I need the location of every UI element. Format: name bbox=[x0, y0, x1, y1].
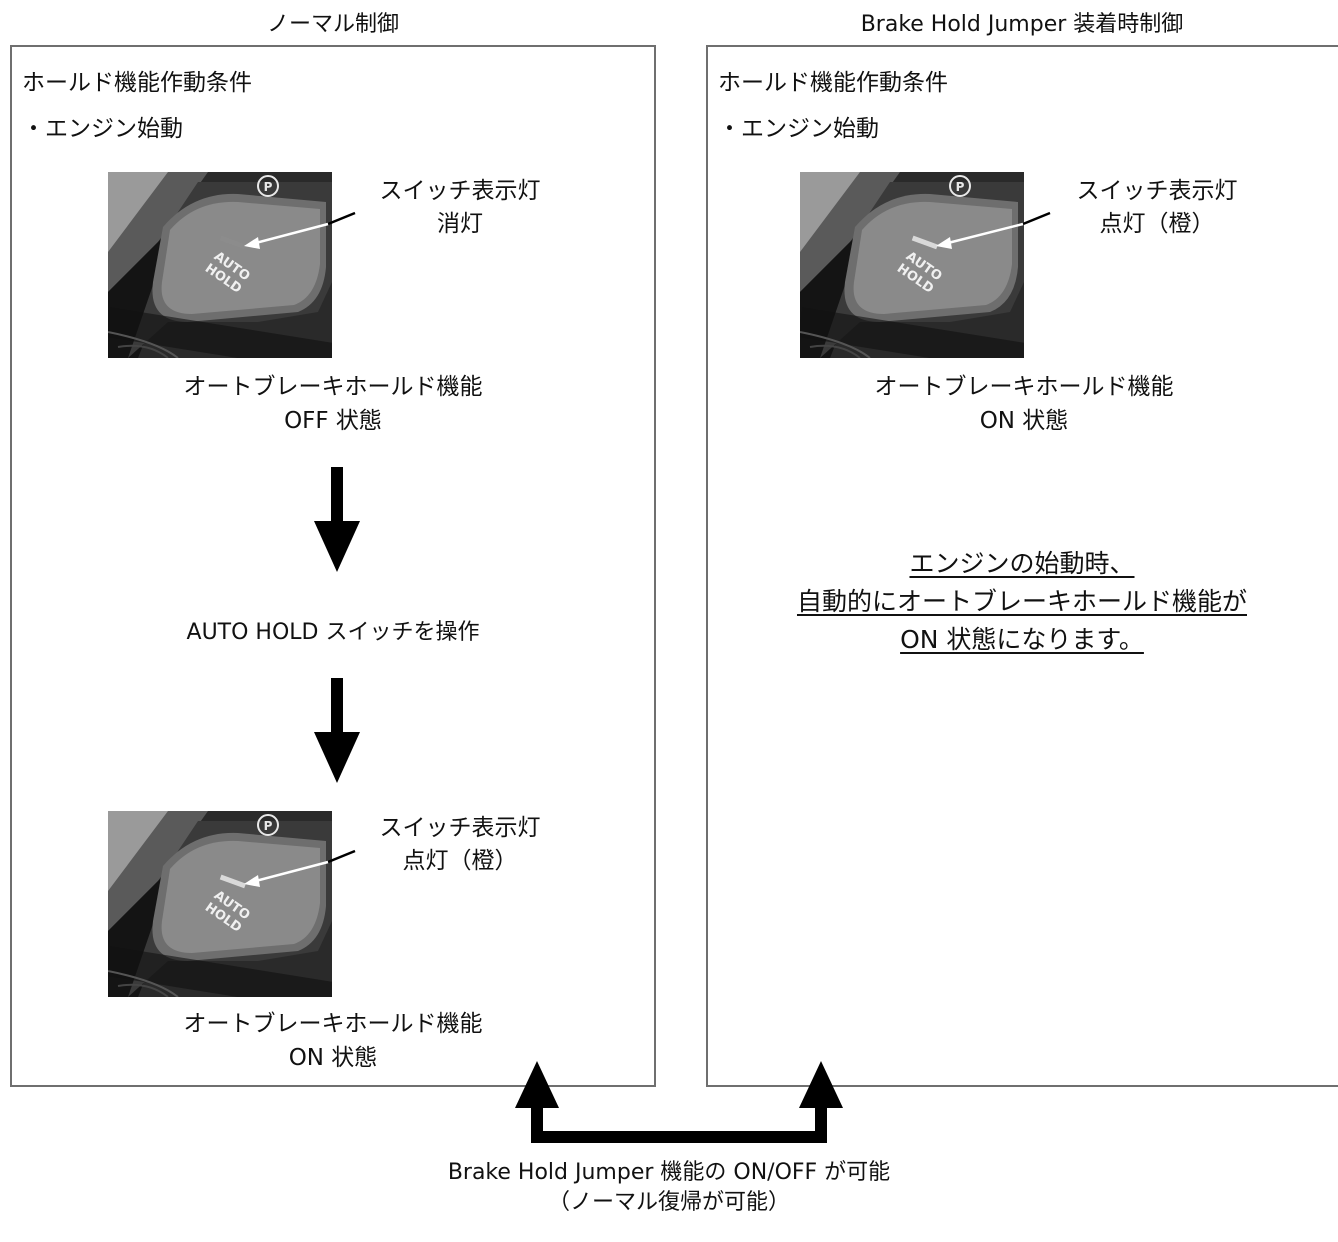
left-photo2-note: スイッチ表示灯 点灯（橙） bbox=[355, 812, 565, 878]
note-line2: 消灯 bbox=[437, 211, 483, 237]
caption-line1: オートブレーキホールド機能 bbox=[183, 1011, 483, 1037]
pointer-line-left-photo2 bbox=[244, 849, 356, 887]
p-symbol-icon: P bbox=[264, 180, 273, 194]
pointer-line-right-photo bbox=[936, 211, 1051, 249]
left-switch-photo-off: P AUTO HOLD bbox=[108, 172, 332, 358]
indicator-lamp bbox=[219, 235, 246, 250]
note-line1: スイッチ表示灯 bbox=[379, 815, 541, 841]
p-symbol-icon: P bbox=[956, 180, 965, 194]
down-arrow-icon bbox=[314, 467, 360, 572]
caption-line1: オートブレーキホールド機能 bbox=[874, 374, 1174, 400]
right-condition-heading: ホールド機能作動条件 bbox=[718, 70, 948, 96]
result-line: エンジンの始動時、 bbox=[909, 549, 1135, 578]
down-arrow-icon bbox=[314, 678, 360, 783]
result-line: 自動的にオートブレーキホールド機能が bbox=[796, 587, 1247, 616]
caption-line2: ON 状態 bbox=[979, 408, 1069, 434]
right-result-text: エンジンの始動時、 自動的にオートブレーキホールド機能が ON 状態になります。 bbox=[706, 545, 1338, 659]
note-line2: 点灯（橙） bbox=[1099, 211, 1215, 237]
right-photo-caption: オートブレーキホールド機能 ON 状態 bbox=[706, 370, 1338, 438]
indicator-lamp bbox=[219, 874, 246, 889]
right-switch-photo-on: P AUTO HOLD bbox=[800, 172, 1024, 358]
left-switch-photo-on: P AUTO HOLD bbox=[108, 811, 332, 997]
right-photo-note: スイッチ表示灯 点灯（橙） bbox=[1052, 175, 1262, 241]
right-column-title: Brake Hold Jumper 装着時制御 bbox=[860, 12, 1184, 37]
caption-line2: OFF 状態 bbox=[284, 408, 382, 434]
left-photo1-note: スイッチ表示灯 消灯 bbox=[355, 175, 565, 241]
note-line1: スイッチ表示灯 bbox=[379, 178, 541, 204]
bottom-line2: （ノーマル復帰が可能） bbox=[547, 1190, 790, 1215]
left-condition-heading: ホールド機能作動条件 bbox=[22, 70, 252, 96]
left-column-title: ノーマル制御 bbox=[266, 12, 399, 37]
indicator-lamp bbox=[911, 235, 938, 250]
note-line2: 点灯（橙） bbox=[402, 848, 518, 874]
caption-line1: オートブレーキホールド機能 bbox=[183, 374, 483, 400]
left-photo1-caption: オートブレーキホールド機能 OFF 状態 bbox=[10, 370, 656, 438]
p-symbol-icon: P bbox=[264, 819, 273, 833]
pointer-line-left-photo1 bbox=[244, 211, 356, 249]
left-action-text: AUTO HOLD スイッチを操作 bbox=[186, 620, 480, 645]
result-line: ON 状態になります。 bbox=[900, 625, 1144, 654]
bidirectional-arrow-icon bbox=[515, 1061, 843, 1143]
bottom-line1: Brake Hold Jumper 機能の ON/OFF が可能 bbox=[447, 1160, 891, 1185]
right-condition-item: ・エンジン始動 bbox=[718, 116, 879, 142]
left-condition-item: ・エンジン始動 bbox=[22, 116, 183, 142]
left-photo2-caption: オートブレーキホールド機能 ON 状態 bbox=[10, 1007, 656, 1075]
note-line1: スイッチ表示灯 bbox=[1076, 178, 1238, 204]
bottom-note: Brake Hold Jumper 機能の ON/OFF が可能 （ノーマル復帰… bbox=[0, 1158, 1338, 1218]
caption-line2: ON 状態 bbox=[288, 1045, 378, 1071]
